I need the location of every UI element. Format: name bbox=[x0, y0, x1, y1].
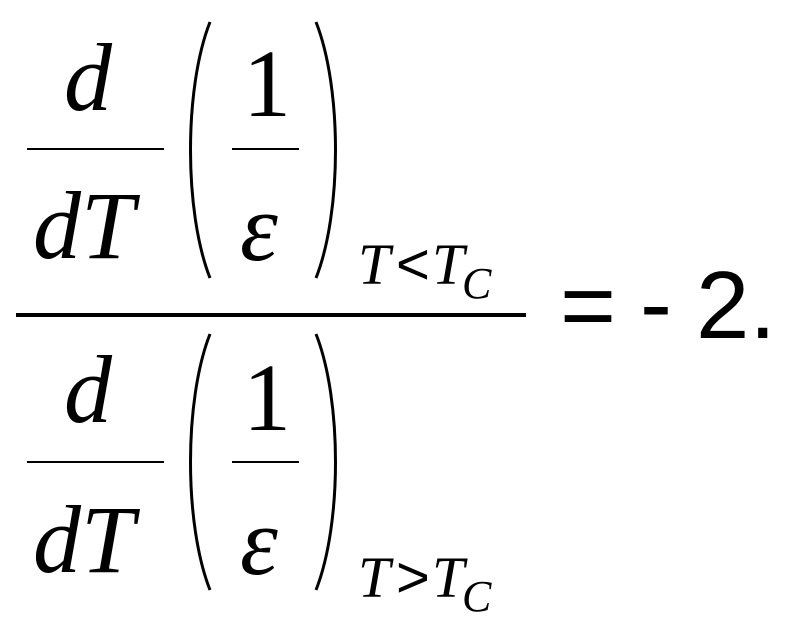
numerator-deriv-bottom: dT bbox=[33, 172, 135, 279]
denominator-cond-ref: T bbox=[432, 545, 465, 610]
numerator-frac-bottom: ε bbox=[240, 174, 278, 281]
numerator-cond-op: < bbox=[396, 232, 430, 297]
denominator-cond-op: > bbox=[396, 545, 430, 610]
numerator-frac-top: 1 bbox=[243, 30, 291, 137]
numerator-deriv-top: d bbox=[64, 24, 112, 131]
numerator-left-paren bbox=[189, 21, 212, 279]
denominator-deriv-bottom: dT bbox=[33, 486, 135, 593]
numerator-cond-var: T bbox=[358, 232, 391, 297]
numerator-frac-bar bbox=[232, 148, 299, 150]
denominator-left-paren bbox=[189, 333, 212, 591]
numerator-deriv-bar bbox=[27, 148, 164, 150]
denominator-cond-var: T bbox=[358, 545, 391, 610]
denominator-deriv-bar bbox=[27, 461, 164, 463]
equals-sign: = bbox=[560, 252, 617, 359]
numerator-cond-ref-sub: C bbox=[462, 259, 492, 308]
denominator-deriv-top: d bbox=[64, 336, 112, 443]
result-value: 2. bbox=[696, 252, 777, 359]
denominator-right-paren bbox=[314, 333, 337, 591]
numerator-cond-ref: T bbox=[432, 232, 465, 297]
numerator-right-paren bbox=[314, 21, 337, 279]
denominator-frac-bar bbox=[232, 461, 299, 463]
denominator-cond-ref-sub: C bbox=[462, 572, 492, 621]
main-fraction-bar bbox=[16, 313, 526, 317]
denominator-frac-bottom: ε bbox=[240, 488, 278, 595]
minus-sign: - bbox=[640, 250, 672, 357]
denominator-frac-top: 1 bbox=[243, 344, 291, 451]
